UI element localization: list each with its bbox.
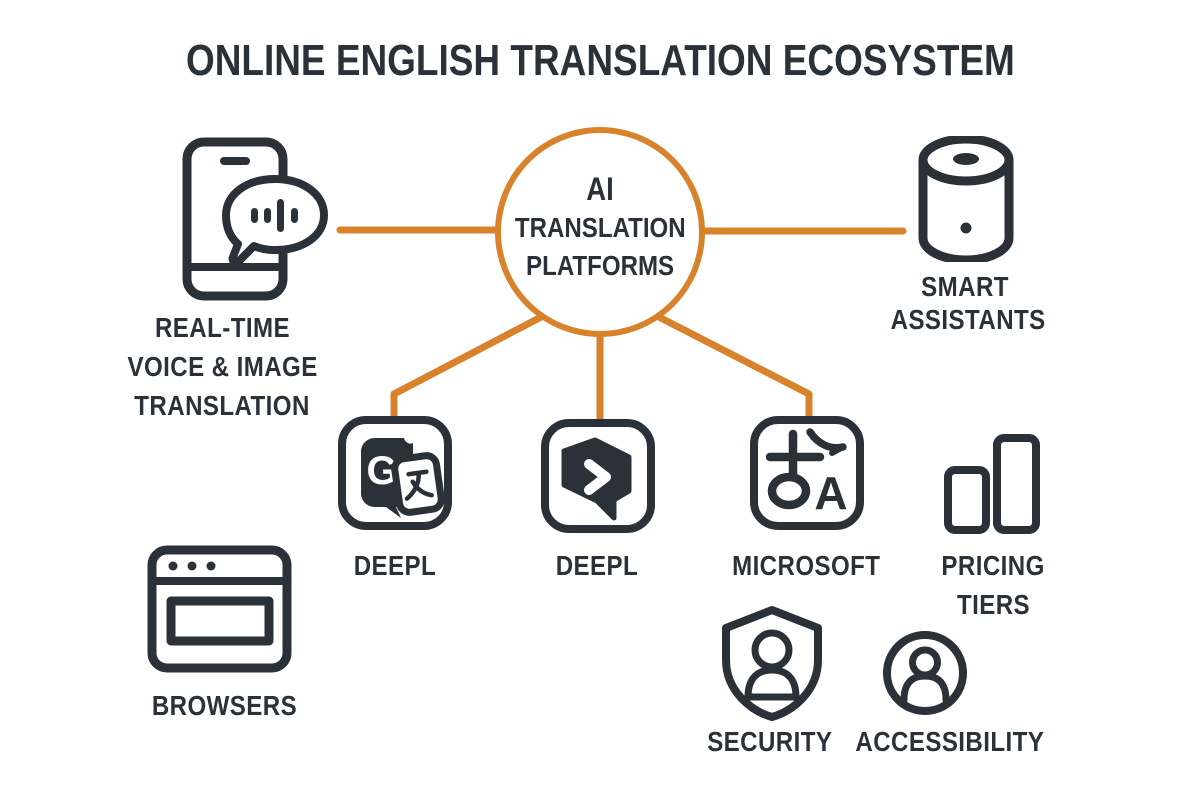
deepl-icon: [537, 415, 659, 537]
microsoft-app-label-text: MICROSOFT: [731, 550, 881, 581]
hub-line1: AI: [586, 171, 614, 207]
browsers-label: BROWSERS: [140, 686, 305, 725]
security-shield-icon: [719, 603, 825, 723]
browsers-label-text: BROWSERS: [151, 690, 298, 721]
accessibility-label-text: ACCESSIBILITY: [855, 726, 1045, 757]
accessibility-user-icon: [882, 630, 968, 716]
deepl-app-label-text: DEEPL: [555, 550, 639, 581]
page-title-text: ONLINE ENGLISH TRANSLATION ECOSYSTEM: [185, 36, 1015, 85]
realtime-label-line3: TRANSLATION: [134, 390, 311, 421]
deepl-app-label: DEEPL: [527, 546, 667, 585]
hub-circle: AI TRANSLATION PLATFORMS: [495, 127, 705, 337]
svg-text:A: A: [814, 467, 847, 519]
page-title: ONLINE ENGLISH TRANSLATION ECOSYSTEM: [0, 38, 1200, 84]
smart-speaker-icon: [916, 134, 1016, 265]
security-label-text: SECURITY: [707, 726, 833, 757]
pricing-label-line2: TIERS: [956, 589, 1030, 620]
smart-assistants-label: SMART ASSISTANTS: [878, 270, 1053, 336]
security-label: SECURITY: [697, 722, 842, 761]
microsoft-translator-icon: A: [746, 412, 868, 534]
translate-app-label: DEEPL: [325, 546, 465, 585]
browser-window-icon: [147, 545, 292, 673]
microsoft-app-label: MICROSOFT: [716, 546, 896, 585]
pricing-bars-icon: [943, 433, 1041, 535]
pricing-label-line1: PRICING: [941, 550, 1045, 581]
pricing-label: PRICING TIERS: [928, 546, 1058, 624]
realtime-label-line2: VOICE & IMAGE: [127, 351, 318, 382]
smart-label-line1: SMART: [921, 271, 1010, 302]
realtime-label-line1: REAL-TIME: [155, 312, 290, 343]
google-translate-icon: G: [334, 412, 456, 534]
accessibility-label: ACCESSIBILITY: [840, 722, 1043, 761]
hub-line2: TRANSLATION: [514, 212, 686, 243]
phone-chat-icon: [178, 133, 328, 305]
realtime-label: REAL-TIME VOICE & IMAGE TRANSLATION: [90, 308, 355, 425]
translate-app-label-text: DEEPL: [353, 550, 437, 581]
smart-label-line2: ASSISTANTS: [890, 304, 1046, 335]
hub-line3: PLATFORMS: [525, 250, 675, 281]
